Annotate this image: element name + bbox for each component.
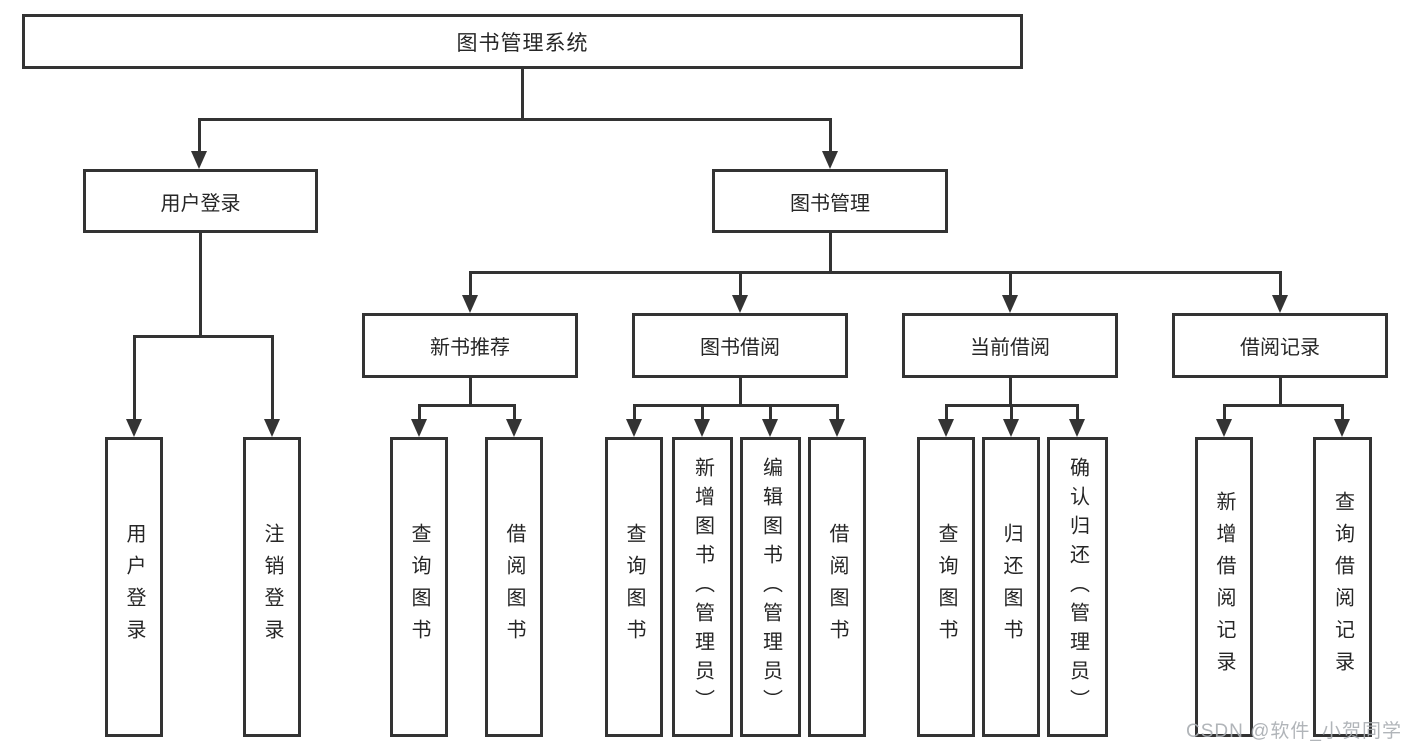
edge-borrowing-records-stem [1279,378,1282,407]
node-borrowing-records: 借阅记录 [1172,313,1388,378]
node-current-borrowing-label: 当前借阅 [970,337,1050,359]
leaf-query-books-3-label: 查询图书 [935,523,957,651]
leaf-return-books: 归还图书 [982,437,1040,737]
leaf-query-books-2: 查询图书 [605,437,663,737]
arrow-down-icon [411,419,427,437]
arrow-down-icon [506,419,522,437]
edge-current-borrowing-drop-2 [1010,404,1013,421]
arrow-down-icon [626,419,642,437]
node-user-login-label: 用户登录 [160,192,241,215]
edge-drop-current-borrowing [1009,271,1012,297]
node-book-management-label: 图书管理 [790,192,870,215]
edge-user-login-drop-1 [133,335,136,421]
node-new-book-recommendation-label: 新书推荐 [430,337,510,359]
edge-book-borrowing-drop-3 [769,404,772,421]
leaf-query-books-1: 查询图书 [390,437,448,737]
edge-book-borrowing-drop-2 [701,404,704,421]
arrow-down-icon [694,419,710,437]
edge-borrowing-records-drop-1 [1223,404,1226,421]
edge-new-book-drop-1 [418,404,421,421]
edge-new-book-stem [469,378,472,407]
arrow-down-icon [1216,419,1232,437]
edge-new-book-drop-2 [513,404,516,421]
leaf-add-books-admin-label: 新增图书（管理员） [691,456,714,718]
edge-drop-new-book [469,271,472,297]
arrow-down-icon [126,419,142,437]
leaf-query-books-2-label: 查询图书 [623,523,645,651]
arrow-down-icon [1272,295,1288,313]
node-current-borrowing: 当前借阅 [902,313,1118,378]
edge-book-management-hbar [469,271,1282,274]
leaf-edit-books-admin-label: 编辑图书（管理员） [759,456,782,718]
arrow-down-icon [1003,419,1019,437]
edge-book-management-stem [829,233,832,274]
leaf-return-books-label: 归还图书 [1000,523,1022,651]
arrow-down-icon [762,419,778,437]
arrow-down-icon [1334,419,1350,437]
edge-root-hbar [198,118,832,121]
arrow-down-icon [938,419,954,437]
leaf-borrow-books-2: 借阅图书 [808,437,866,737]
leaf-query-borrow-record: 查询借阅记录 [1313,437,1372,737]
leaf-edit-books-admin: 编辑图书（管理员） [740,437,801,737]
leaf-confirm-return-admin-label: 确认归还（管理员） [1066,456,1089,718]
leaf-logout-label: 注销登录 [261,523,283,651]
edge-drop-borrowing-records [1279,271,1282,297]
leaf-add-borrow-record: 新增借阅记录 [1195,437,1253,737]
edge-book-borrowing-drop-4 [836,404,839,421]
node-book-management: 图书管理 [712,169,948,233]
edge-root-stem [521,69,524,120]
edge-book-borrowing-drop-1 [633,404,636,421]
node-borrowing-records-label: 借阅记录 [1240,337,1320,359]
node-library-management-system-label: 图书管理系统 [456,31,589,55]
leaf-confirm-return-admin: 确认归还（管理员） [1047,437,1108,737]
leaf-query-books-1-label: 查询图书 [408,523,430,651]
arrow-down-icon [462,295,478,313]
edge-borrowing-records-hbar [1223,404,1344,407]
leaf-user-login: 用户登录 [105,437,163,737]
node-book-borrowing: 图书借阅 [632,313,848,378]
edge-user-login-stem [199,233,202,338]
edge-user-login-drop-2 [271,335,274,421]
leaf-add-books-admin: 新增图书（管理员） [672,437,733,737]
arrow-down-icon [191,151,207,169]
edge-user-login-hbar [133,335,274,338]
edge-current-borrowing-drop-1 [945,404,948,421]
leaf-borrow-books-2-label: 借阅图书 [826,523,848,651]
node-new-book-recommendation: 新书推荐 [362,313,578,378]
node-library-management-system: 图书管理系统 [22,14,1023,69]
edge-root-drop-user-login [198,118,201,153]
leaf-borrow-books-1: 借阅图书 [485,437,543,737]
edge-current-borrowing-stem [1009,378,1012,407]
edge-borrowing-records-drop-2 [1341,404,1344,421]
leaf-logout: 注销登录 [243,437,301,737]
arrow-down-icon [829,419,845,437]
arrow-down-icon [822,151,838,169]
leaf-user-login-label: 用户登录 [123,523,145,651]
edge-new-book-hbar [418,404,516,407]
edge-book-borrowing-hbar [633,404,839,407]
leaf-add-borrow-record-label: 新增借阅记录 [1213,491,1235,683]
edge-current-borrowing-drop-3 [1076,404,1079,421]
edge-book-borrowing-stem [739,378,742,407]
arrow-down-icon [1069,419,1085,437]
edge-root-drop-book-management [829,118,832,153]
arrow-down-icon [1002,295,1018,313]
leaf-query-borrow-record-label: 查询借阅记录 [1331,491,1354,683]
node-user-login: 用户登录 [83,169,318,233]
watermark: CSDN @软件_小贺同学 [1186,721,1402,742]
leaf-borrow-books-1-label: 借阅图书 [503,523,525,651]
edge-drop-book-borrowing [739,271,742,297]
node-book-borrowing-label: 图书借阅 [700,337,780,359]
arrow-down-icon [264,419,280,437]
arrow-down-icon [732,295,748,313]
leaf-query-books-3: 查询图书 [917,437,975,737]
